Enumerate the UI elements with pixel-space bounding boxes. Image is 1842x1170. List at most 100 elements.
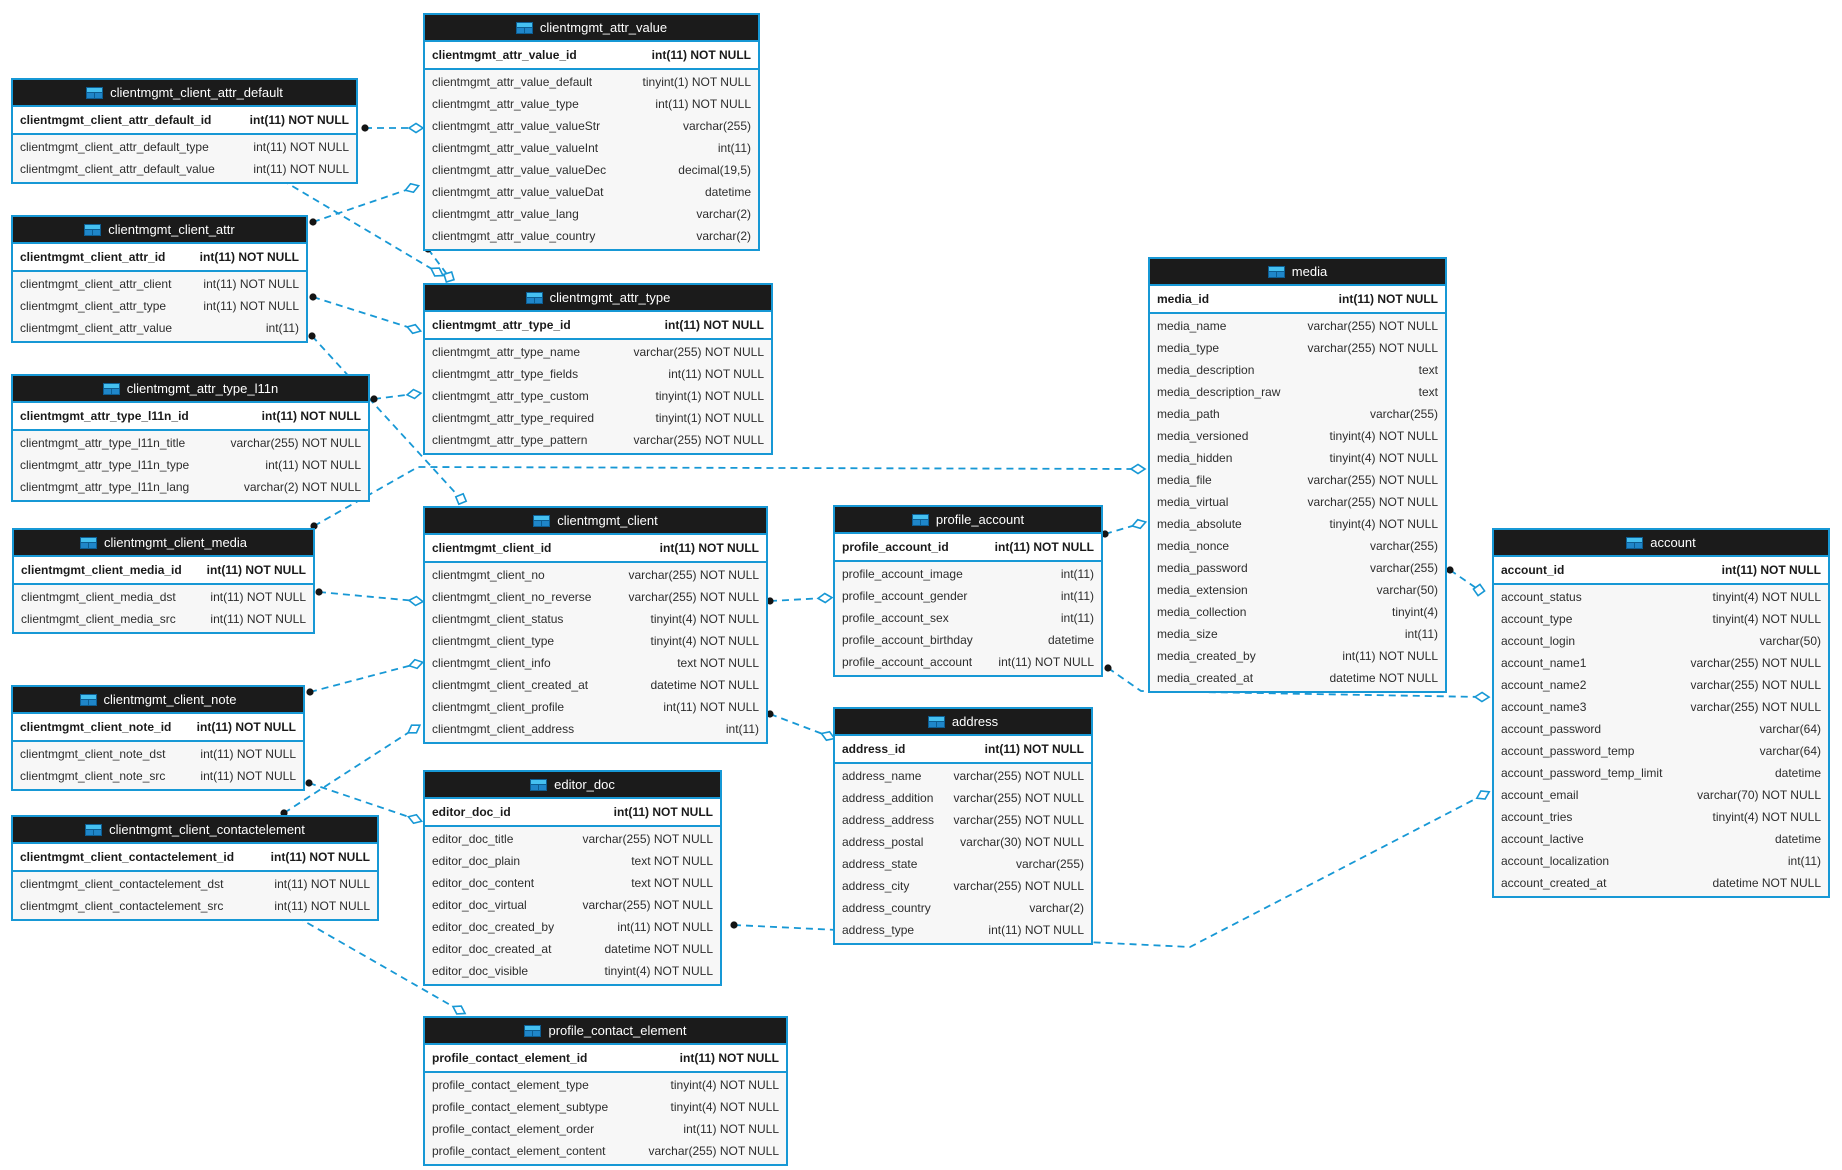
relationship-line[interactable] (308, 782, 416, 820)
table-header[interactable]: clientmgmt_attr_value (425, 15, 758, 42)
relationship-line[interactable] (283, 728, 415, 814)
table-card-clientmgmt_attr_value[interactable]: clientmgmt_attr_value clientmgmt_attr_va… (423, 13, 760, 251)
table-card-clientmgmt_client_attr_default[interactable]: clientmgmt_client_attr_default clientmgm… (11, 78, 358, 184)
relationship-line[interactable] (769, 597, 826, 602)
table-card-clientmgmt_client_attr[interactable]: clientmgmt_client_attr clientmgmt_client… (11, 215, 308, 343)
table-header[interactable]: profile_account (835, 507, 1101, 534)
table-header[interactable]: clientmgmt_attr_type (425, 285, 771, 312)
relationship-line[interactable] (769, 713, 829, 737)
relationship-line[interactable] (311, 335, 462, 500)
table-header[interactable]: account (1494, 530, 1828, 557)
relationship-line[interactable] (733, 794, 1484, 948)
relationship-line[interactable] (427, 248, 450, 278)
table-header[interactable]: media (1150, 259, 1445, 286)
table-header[interactable]: clientmgmt_client_attr_default (13, 80, 356, 107)
relationship-line[interactable] (312, 296, 415, 330)
relationship-line[interactable] (309, 663, 417, 693)
table-card-clientmgmt_attr_type_l11n[interactable]: clientmgmt_attr_type_l11n clientmgmt_att… (11, 374, 370, 502)
relationship-line[interactable] (1449, 569, 1480, 591)
table-header[interactable]: clientmgmt_client_contactelement (13, 817, 377, 844)
relationship-line[interactable] (312, 187, 413, 223)
table-header[interactable]: clientmgmt_client_attr (13, 217, 306, 244)
table-card-clientmgmt_client_contactelement[interactable]: clientmgmt_client_contactelement clientm… (11, 815, 379, 921)
